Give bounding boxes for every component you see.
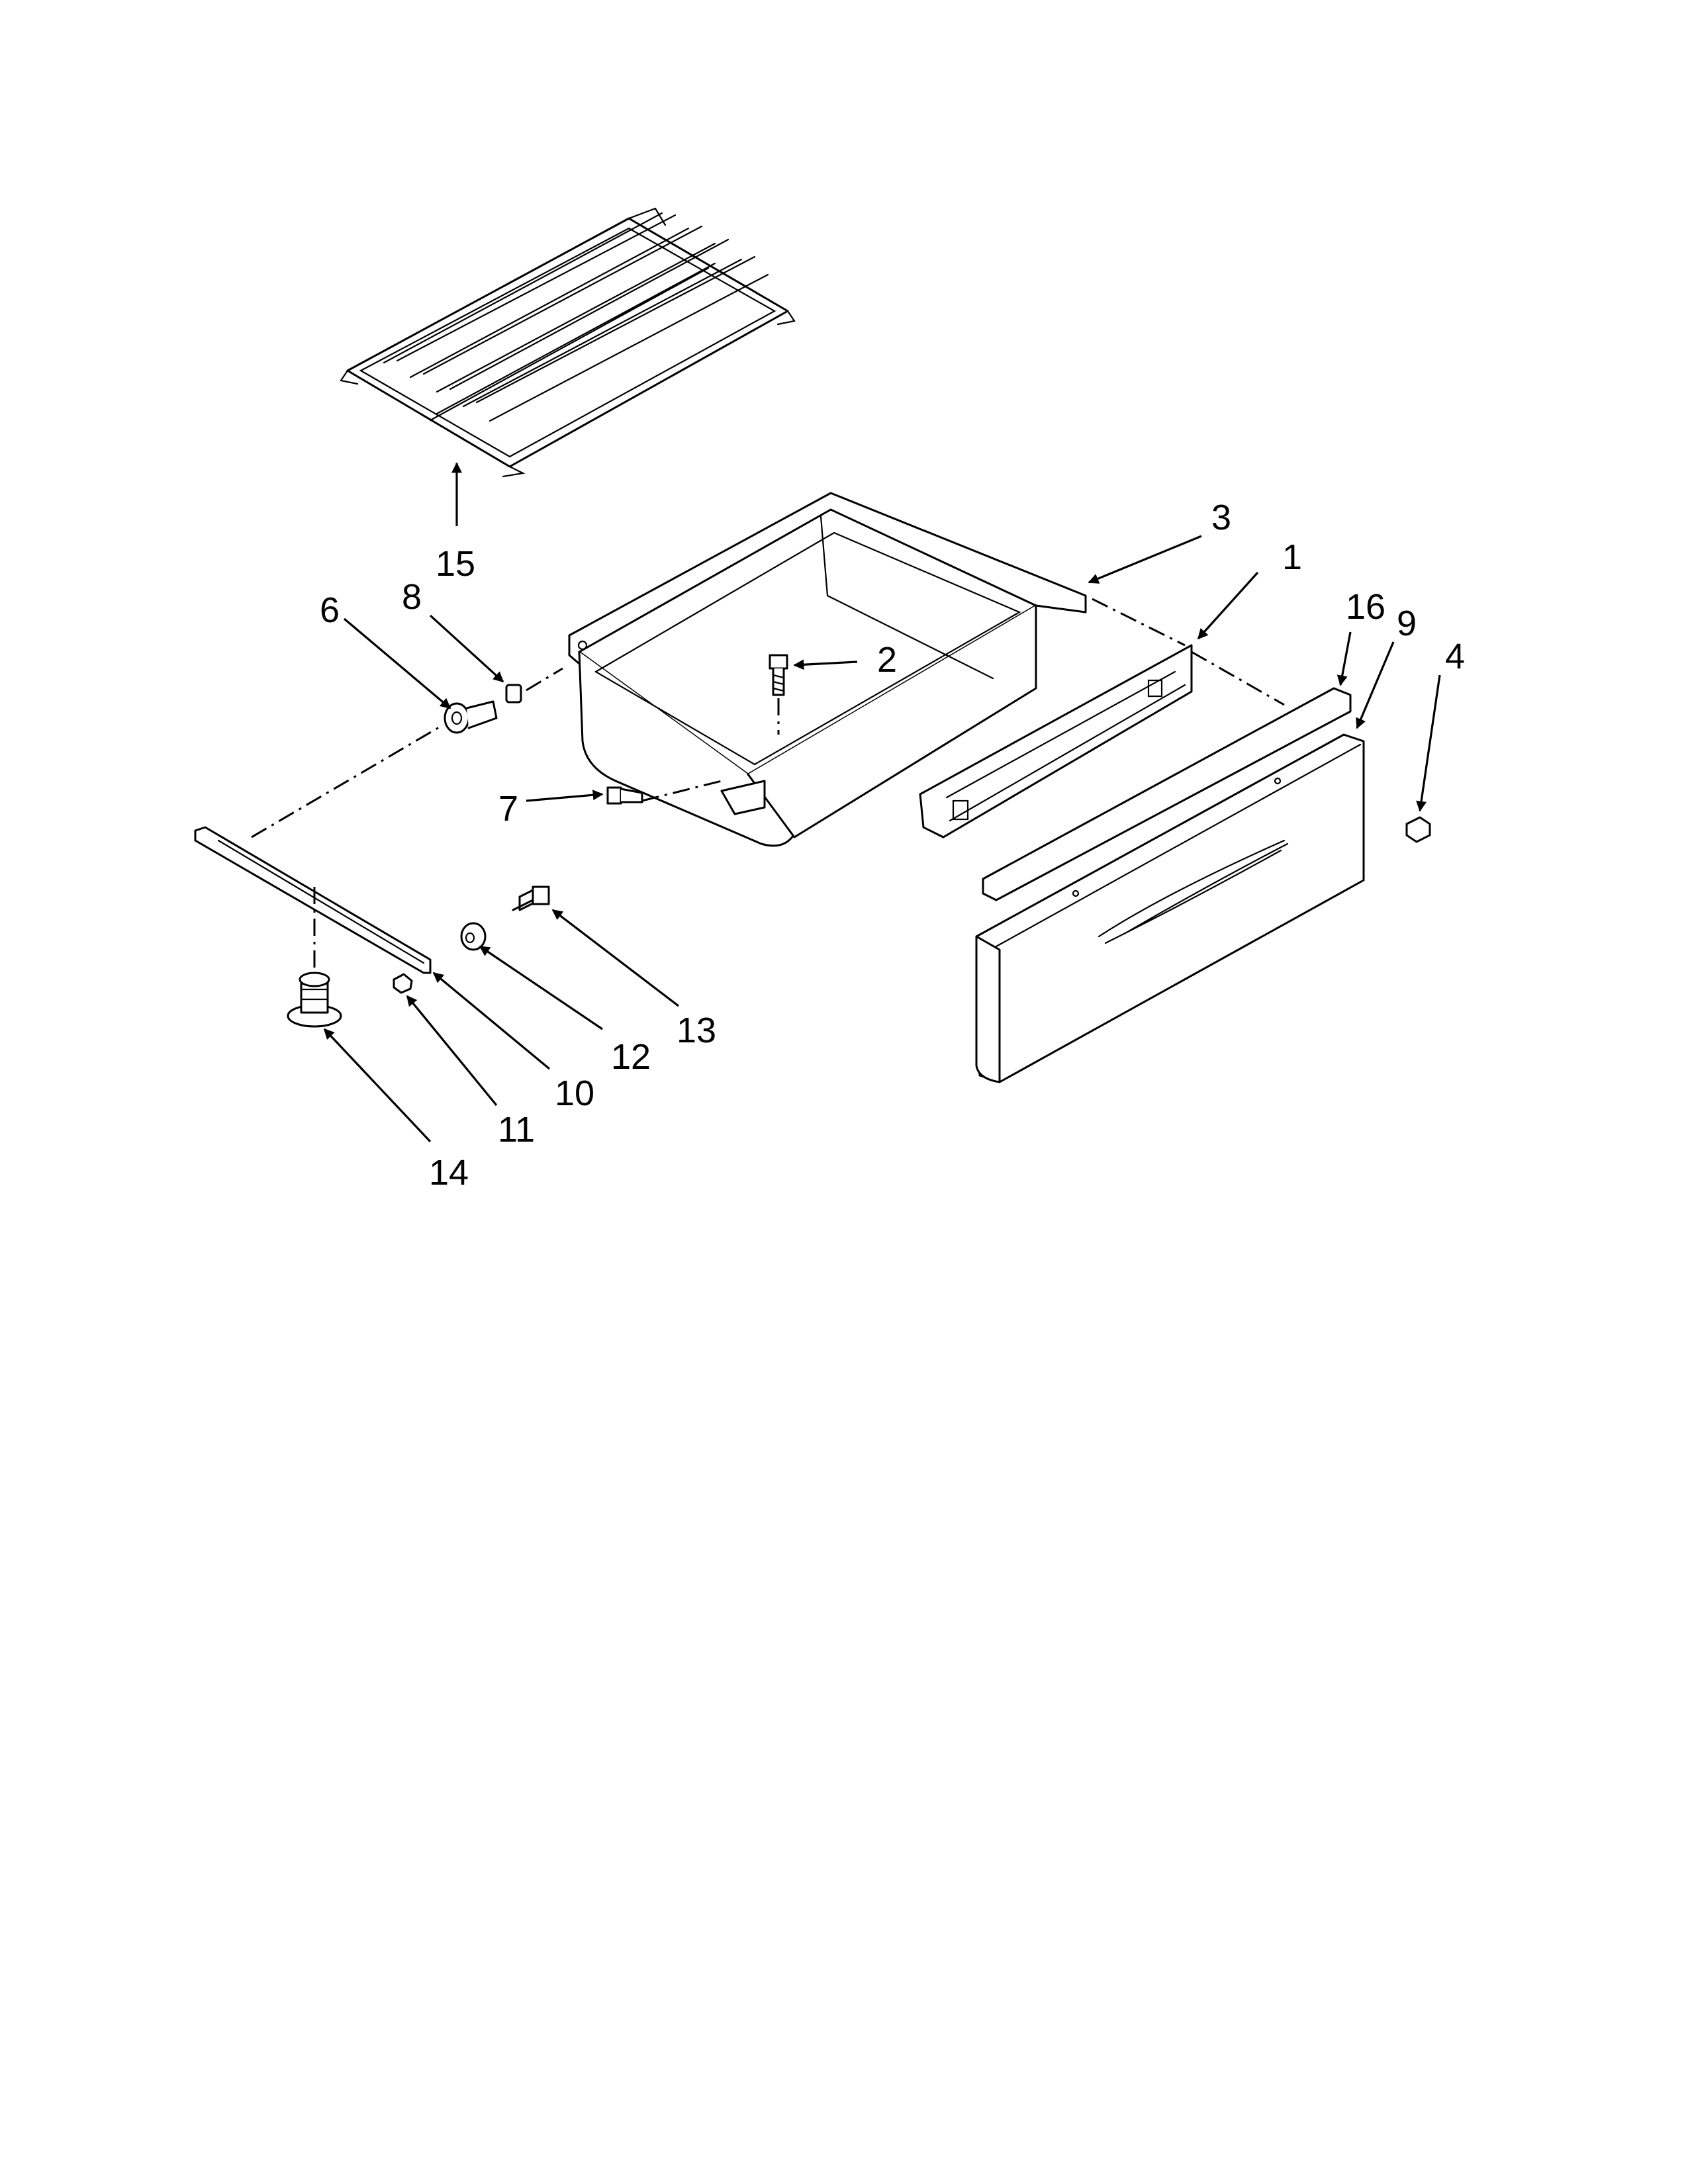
callout-3: 3 xyxy=(1211,498,1231,537)
panel-bracket xyxy=(919,644,1193,839)
callout-6: 6 xyxy=(320,590,340,630)
roller xyxy=(444,700,498,734)
callout-10: 10 xyxy=(555,1073,594,1113)
callout-13: 13 xyxy=(677,1011,716,1050)
callout-14: 14 xyxy=(429,1153,469,1193)
screw-side xyxy=(606,786,643,805)
small-nut xyxy=(393,973,413,994)
drawer-body xyxy=(568,492,1087,847)
callout-7: 7 xyxy=(498,789,518,829)
alignment-lines xyxy=(251,598,1285,973)
callout-16: 16 xyxy=(1346,587,1385,627)
glide-foot xyxy=(287,972,342,1028)
callout-1: 1 xyxy=(1282,537,1302,577)
callout-4: 4 xyxy=(1445,637,1465,676)
drawer-rail xyxy=(194,826,432,974)
callout-11: 11 xyxy=(498,1110,535,1150)
callout-9: 9 xyxy=(1397,604,1417,643)
callout-15: 15 xyxy=(436,544,475,584)
hex-nut xyxy=(1405,816,1431,843)
spacer xyxy=(505,684,522,704)
callout-8: 8 xyxy=(402,577,422,617)
screw-center xyxy=(769,654,788,735)
drawer-front-panel xyxy=(975,733,1365,1083)
leader-arrows xyxy=(323,462,1441,1143)
callout-labels: 15 3 1 16 9 4 2 8 6 7 13 12 10 11 14 xyxy=(320,498,1465,1193)
rail-roller xyxy=(460,922,487,951)
oven-rack xyxy=(340,207,796,478)
callout-12: 12 xyxy=(611,1037,651,1077)
drawer-trim-strip xyxy=(982,687,1352,901)
shoulder-bolt xyxy=(512,886,550,911)
callout-2: 2 xyxy=(877,640,897,680)
